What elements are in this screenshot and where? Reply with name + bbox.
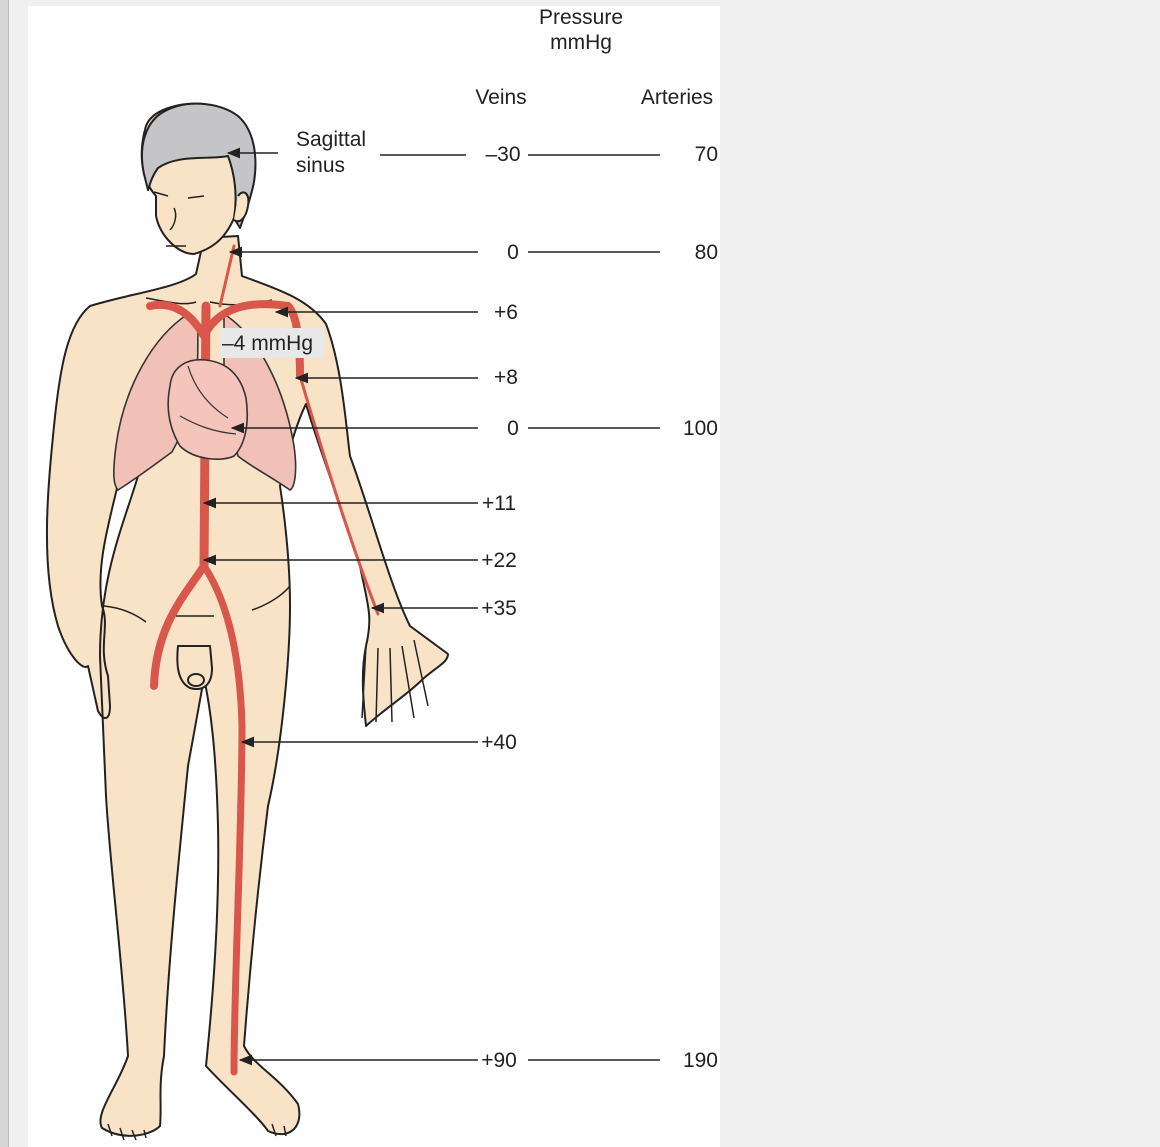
pressure-title-line2: mmHg <box>550 31 612 54</box>
veins-column-header: Veins <box>475 86 526 109</box>
vein-value: +6 <box>494 301 518 324</box>
sagittal-label-line2: sinus <box>296 154 345 177</box>
vein-value: +90 <box>481 1049 517 1072</box>
vein-value: +22 <box>481 549 517 572</box>
vein-value: 0 <box>507 417 519 440</box>
artery-value: 190 <box>683 1049 718 1072</box>
artery-value: 70 <box>695 143 718 166</box>
pressure-title-line1: Pressure <box>539 6 623 29</box>
vein-value: –30 <box>485 143 520 166</box>
vein-value: +40 <box>481 731 517 754</box>
venous-pressure-diagram: –4 mmHg Pressure mmHg Veins Arteries Sag… <box>28 6 720 1147</box>
human-figure <box>47 104 448 1140</box>
vein-value: +8 <box>494 366 518 389</box>
value-labels: –30 70 0 80 +6 +8 0 100 +11 +22 +35 +40 … <box>481 143 718 1072</box>
artery-value: 80 <box>695 241 718 264</box>
sagittal-label-line1: Sagittal <box>296 128 366 151</box>
vein-value: +35 <box>481 597 517 620</box>
thorax-pressure-label: –4 mmHg <box>222 332 313 355</box>
figure-panel: –4 mmHg Pressure mmHg Veins Arteries Sag… <box>28 6 720 1147</box>
vein-value: +11 <box>482 492 516 515</box>
window-edge <box>0 0 9 1147</box>
arteries-column-header: Arteries <box>641 86 713 109</box>
vein-value: 0 <box>507 241 519 264</box>
heart <box>168 360 247 459</box>
artery-value: 100 <box>683 417 718 440</box>
